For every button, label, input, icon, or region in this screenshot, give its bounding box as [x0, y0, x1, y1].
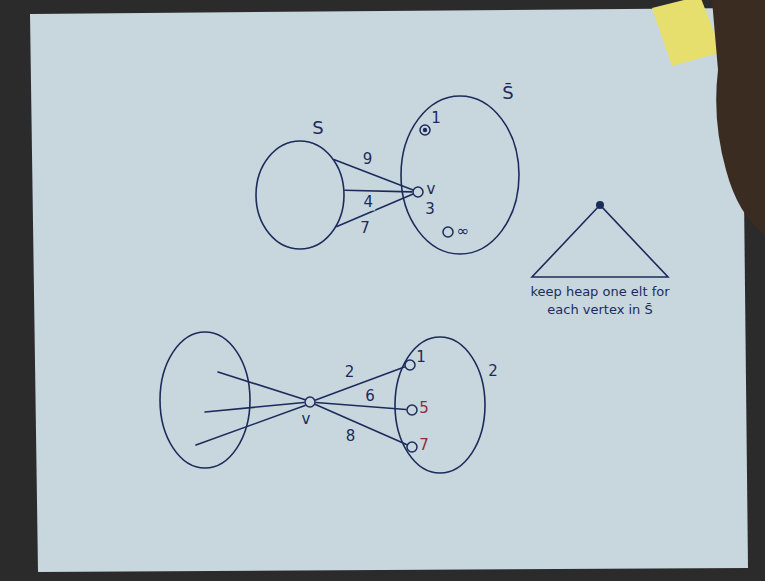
node-label: 5 — [419, 401, 429, 416]
vertex-circle — [406, 404, 418, 416]
vertex-circle — [404, 359, 416, 371]
edge-weight: 6 — [363, 387, 377, 404]
vertex-circle — [442, 226, 454, 238]
graph-edge — [315, 404, 406, 444]
node-label: S — [312, 119, 323, 137]
edge-line — [218, 372, 305, 400]
hand — [712, 0, 765, 235]
node-label: S̄ — [502, 84, 513, 102]
node-label: ∞ — [457, 224, 470, 239]
vertex-circle: v3 — [412, 186, 424, 198]
vertex-circle: 1 — [419, 124, 431, 136]
node-label: 1 — [431, 111, 441, 126]
graph-edge — [316, 367, 405, 400]
set-outline — [395, 337, 485, 473]
graph-edge — [316, 402, 406, 409]
edge-weight: 7 — [358, 219, 372, 236]
vertex-circle — [304, 396, 316, 408]
vertex-circle — [443, 227, 453, 237]
set-outline — [256, 141, 344, 249]
vertex-circle — [419, 124, 431, 136]
node-label: 7 — [419, 438, 429, 453]
vertex-circle: 7 — [406, 441, 418, 453]
set-outline: S — [255, 140, 345, 250]
edge-line — [196, 406, 305, 446]
key-value: 2 — [488, 364, 498, 379]
paper-sheet — [30, 8, 748, 572]
node-label: v — [427, 182, 436, 197]
vertex-circle — [407, 442, 417, 452]
vertex-circle — [305, 397, 315, 407]
vertex-circle: 5 — [406, 404, 418, 416]
vertex-circle — [413, 187, 423, 197]
key-value: 3 — [425, 202, 435, 217]
vertex-dot — [423, 128, 427, 132]
note-text: keep heap one elt for each vertex in S̄ — [525, 283, 675, 318]
set-outline: 1v3∞S̄ — [400, 95, 520, 255]
heap-root — [596, 201, 604, 209]
edge-weight: 2 — [343, 364, 357, 381]
set-outline — [255, 140, 345, 250]
vertex-circle: 12 — [404, 359, 416, 371]
marker-pen — [652, 0, 722, 66]
vertex-circle — [405, 360, 415, 370]
vertex-circle — [412, 186, 424, 198]
vertex-circle — [407, 405, 417, 415]
node-label: v — [302, 412, 311, 427]
vertex-circle — [420, 125, 430, 135]
heap-triangle — [532, 205, 668, 277]
vertex-circle: ∞ — [442, 226, 454, 238]
node-label: 1 — [416, 350, 426, 365]
edge-weight: 9 — [361, 151, 375, 168]
vertex-circle — [406, 441, 418, 453]
vertex-circle: v — [304, 396, 316, 408]
set-outline — [401, 96, 519, 254]
edge-weight: 4 — [362, 193, 376, 210]
set-outline — [160, 332, 250, 468]
edge-weight: 8 — [344, 428, 358, 445]
